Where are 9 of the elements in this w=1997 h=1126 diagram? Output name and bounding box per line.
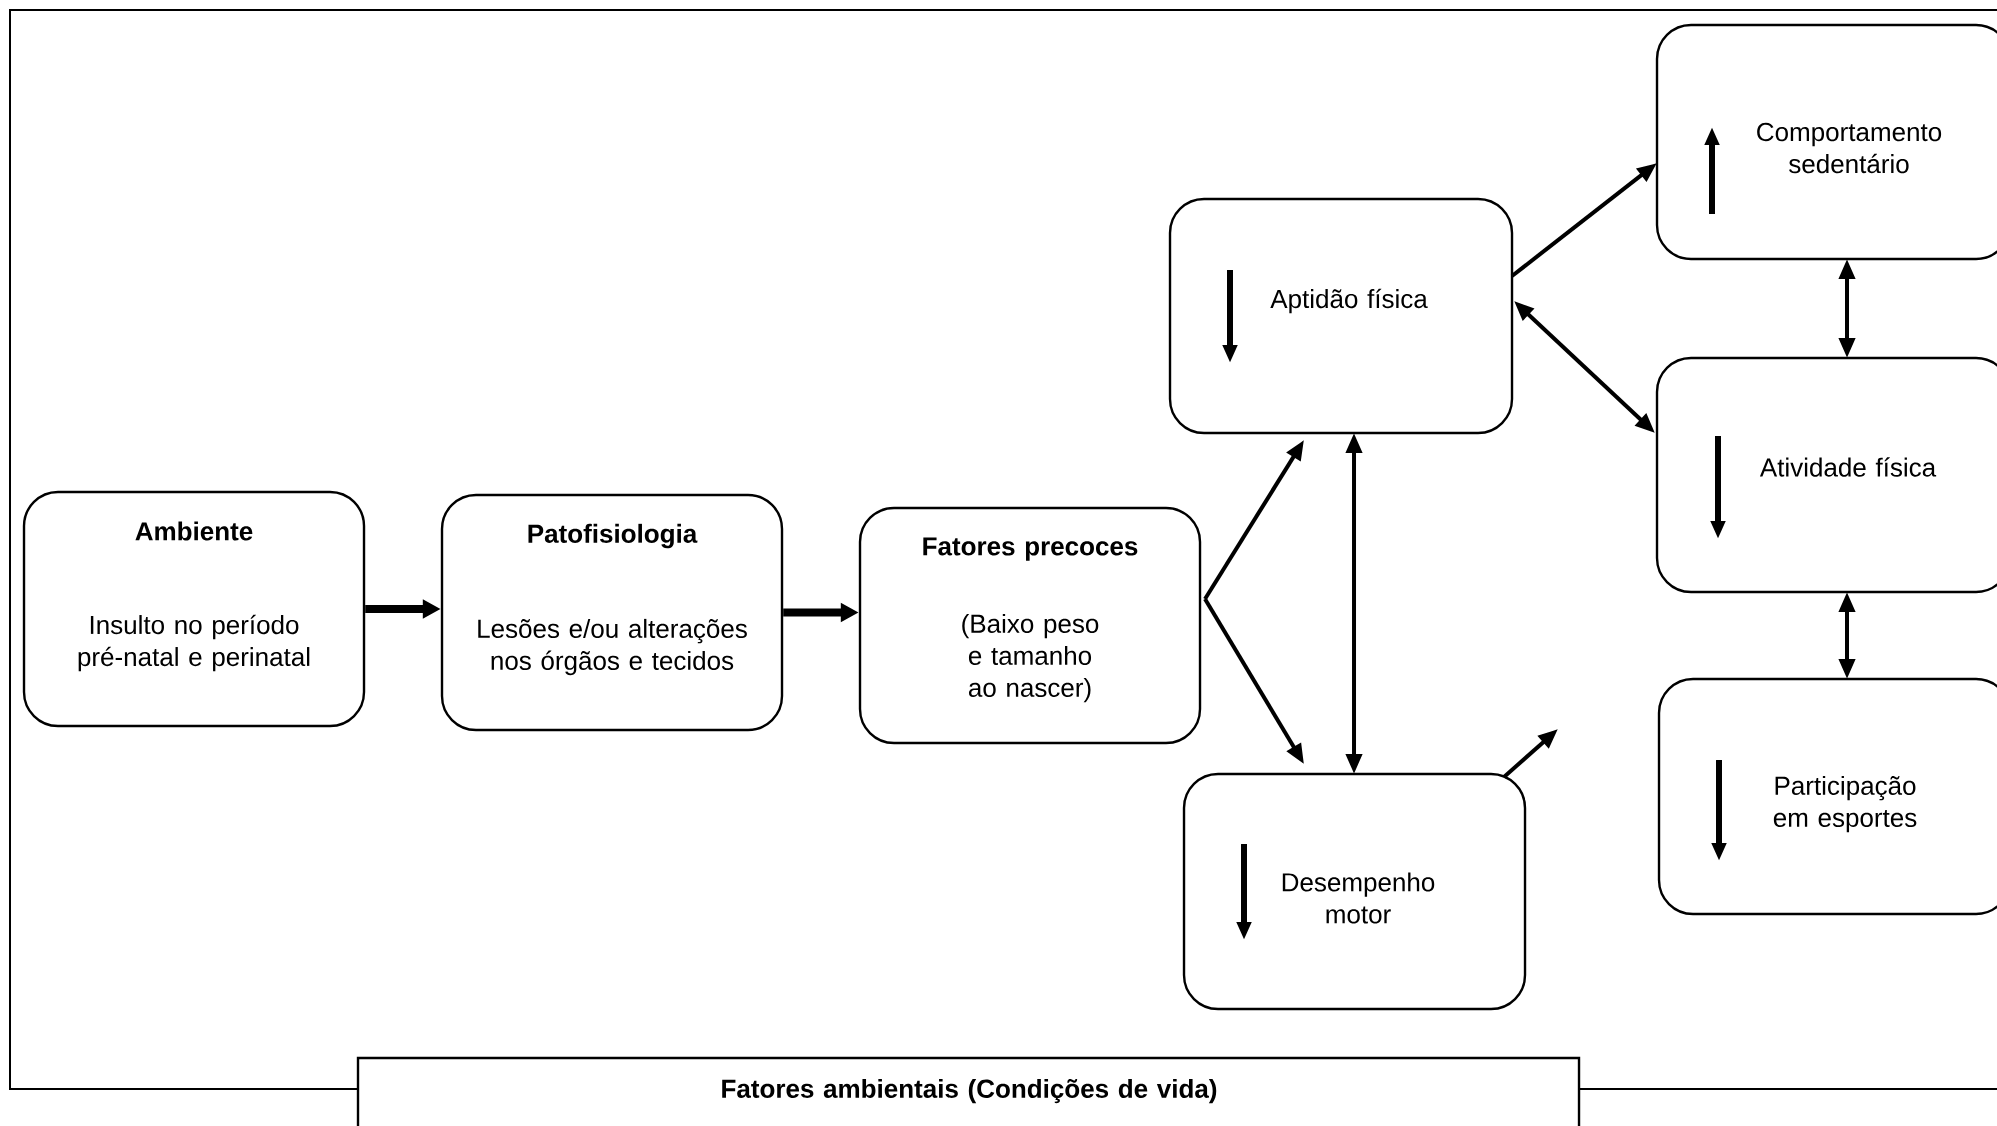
process-box: Participação em esportes [1657,677,1997,916]
process-box: Atividade física [1655,356,1997,594]
process-box: Patofisiologia Lesões e/ou alterações nos órgãos e tecidos [440,493,784,732]
process-box: Fatores precoces (Baixo peso e tamanho ao nascer) [858,506,1202,745]
process-box: Ambiente Insulto no período pré-natal e perinatal [22,490,366,728]
process-box: Desempenho motor [1182,772,1527,1011]
banner-box: Fatores ambientais (Condições de vida) [356,1056,1581,1126]
process-box: Comportamento sedentário [1655,23,1997,261]
process-box: Aptidão física [1168,197,1514,435]
